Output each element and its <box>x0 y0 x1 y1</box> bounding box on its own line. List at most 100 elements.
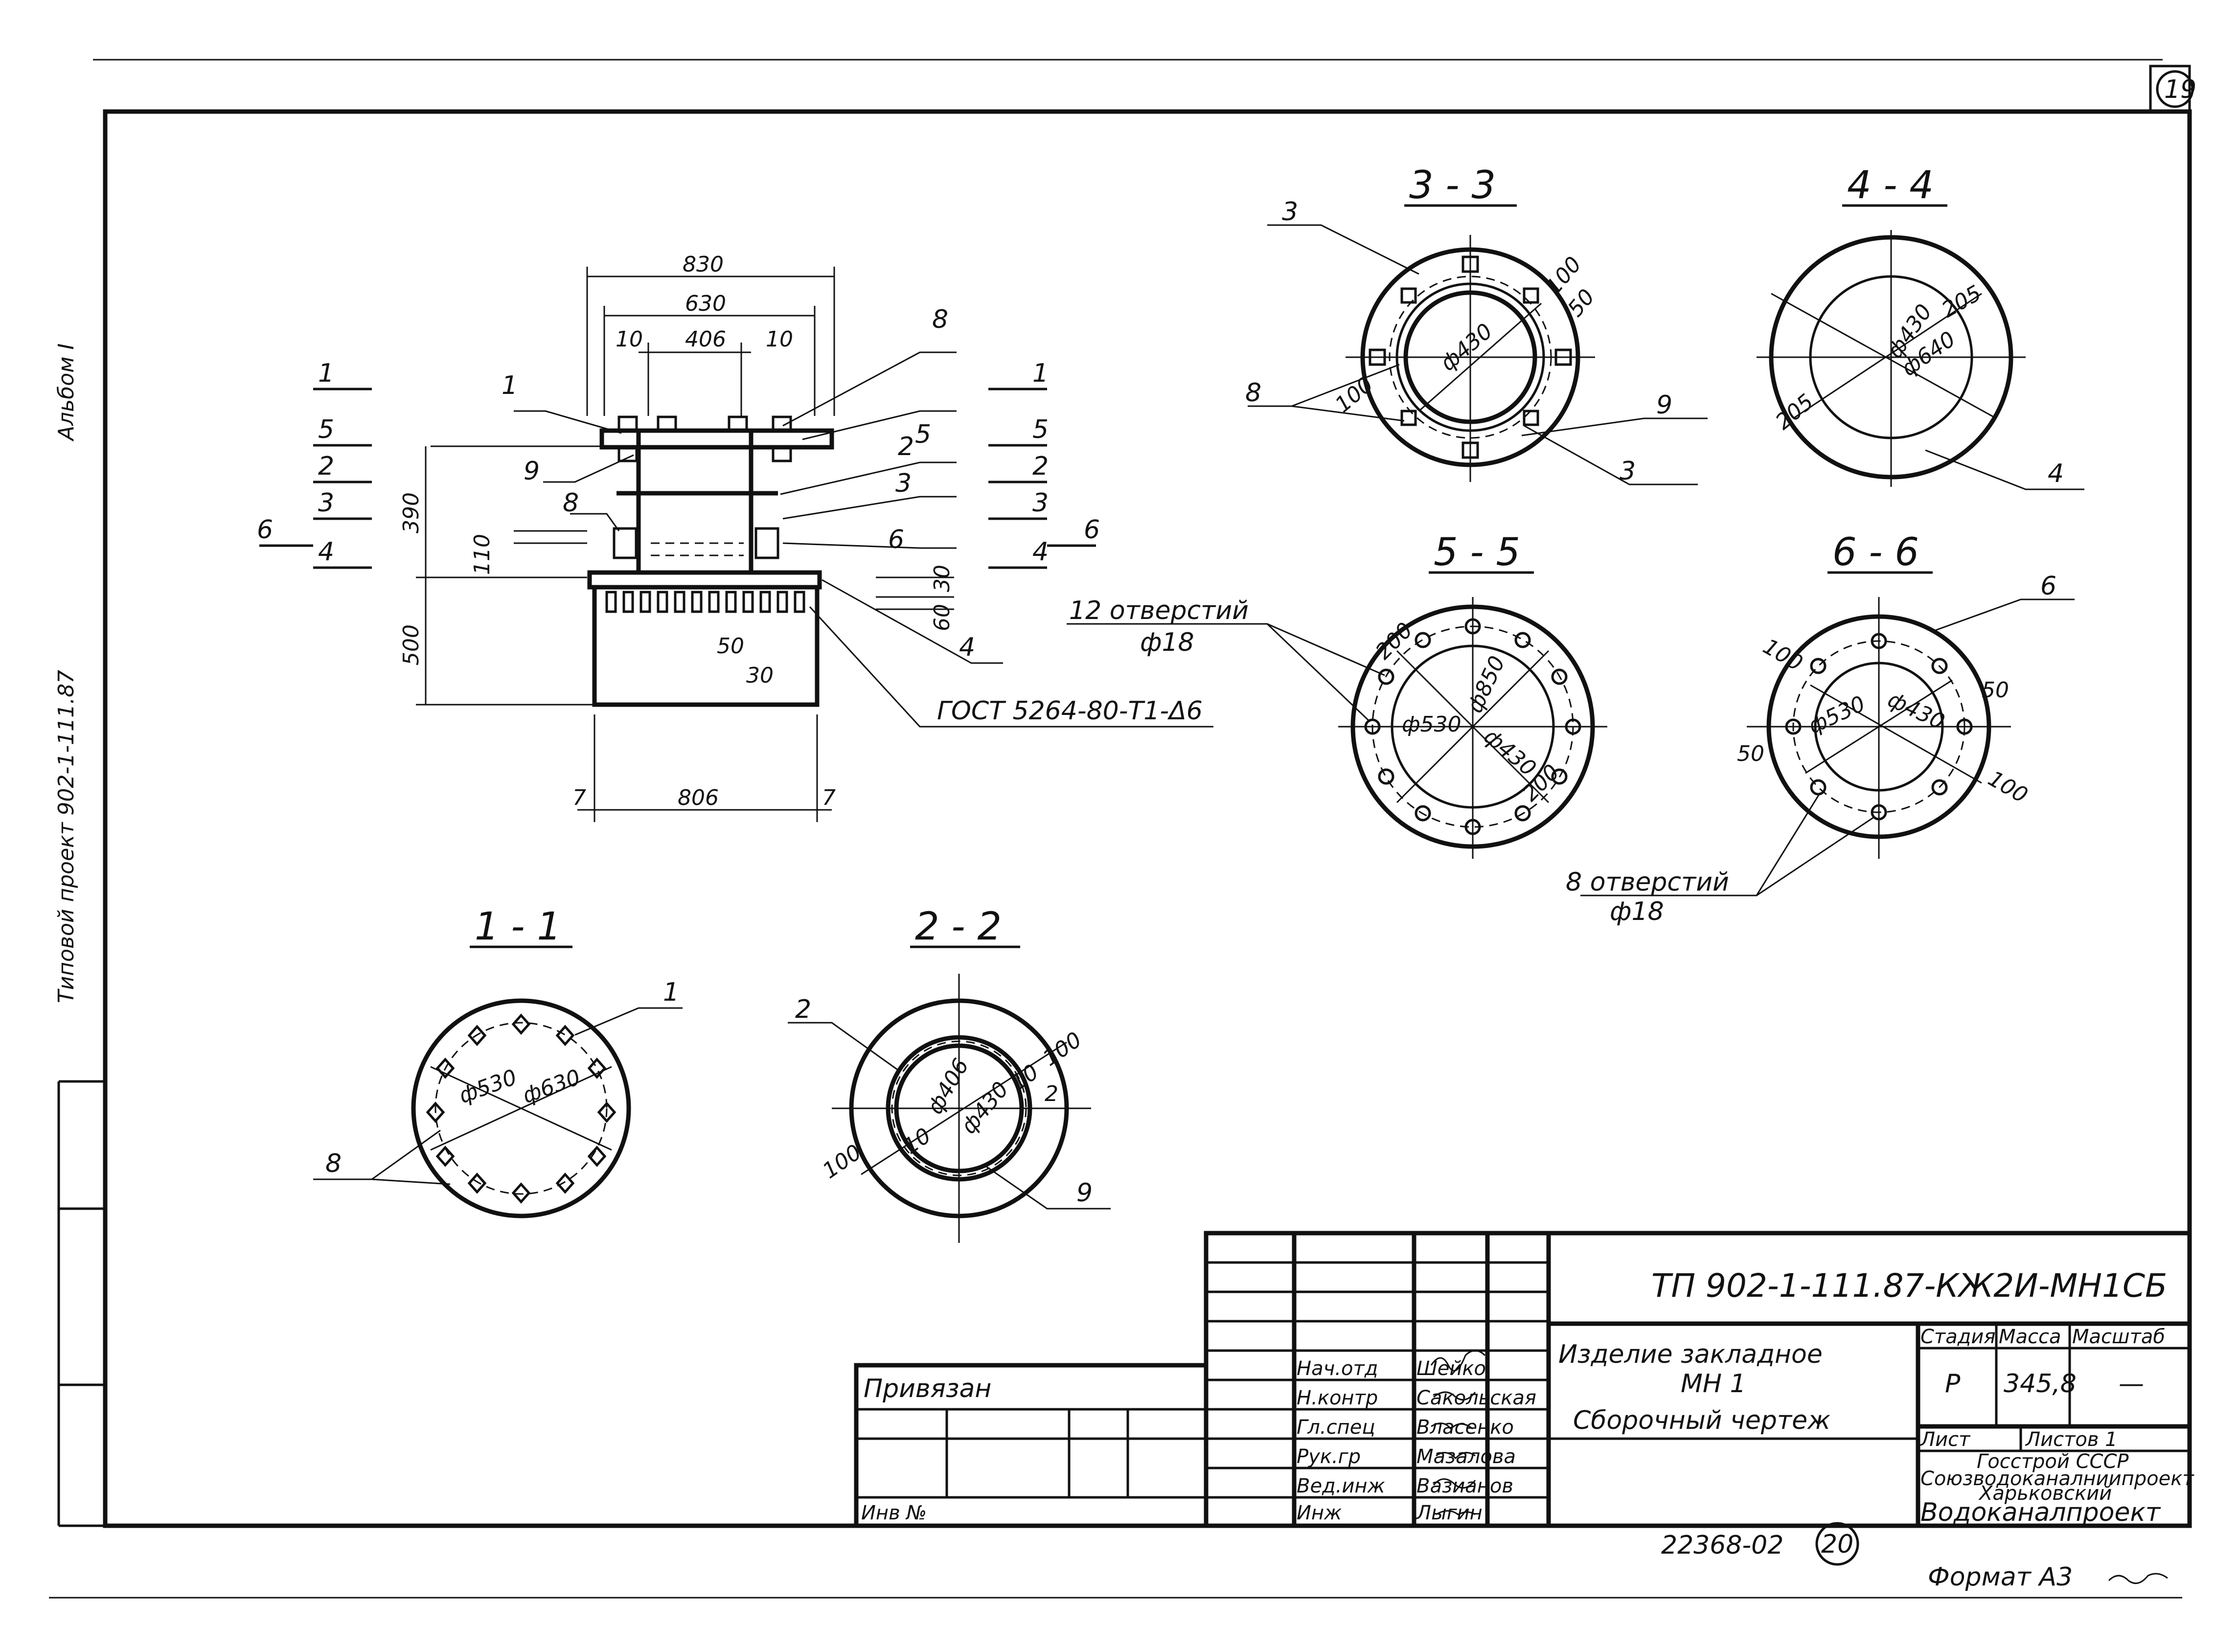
product-line-2: МН 1 <box>1681 1369 1746 1399</box>
mass-value: 345,8 <box>2004 1369 2077 1399</box>
s66-dim-430: ф430 <box>1884 687 1948 735</box>
s33-dim-100b: 100 <box>1330 372 1378 417</box>
dim-830: 830 <box>683 252 724 277</box>
role-2: Гл.спец <box>1297 1416 1375 1439</box>
s55-hole-diameter: ф18 <box>1140 628 1194 657</box>
dim-390: 390 <box>399 492 424 533</box>
scale-label: Масштаб <box>2072 1326 2165 1348</box>
marker-5-left: 5 <box>318 415 334 444</box>
s55-dim-430: ф430 <box>1479 724 1541 781</box>
sheets-label: Листов 1 <box>2025 1428 2118 1451</box>
marker-3-right: 3 <box>1032 488 1049 518</box>
name-2: Власенко <box>1416 1416 1514 1439</box>
section-6-6-title: 6 - 6 <box>1832 530 1919 574</box>
s44-pos-4: 4 <box>2048 459 2064 488</box>
s55-holes-label: 12 отверстий <box>1069 596 1249 625</box>
pos-6: 6 <box>888 525 904 554</box>
role-4: Вед.инж <box>1297 1475 1385 1497</box>
stage-value: Р <box>1945 1369 1961 1399</box>
s55-dim-530: ф530 <box>1402 712 1462 737</box>
s66-dim-50b: 50 <box>1737 741 1764 766</box>
pos-5: 5 <box>915 420 931 449</box>
stage-label: Стадия <box>1920 1326 1995 1348</box>
marker-6-right: 6 <box>1084 515 1100 545</box>
gost-weld-label: ГОСТ 5264-80-Т1-Δ6 <box>937 696 1203 726</box>
role-3: Рук.гр <box>1297 1446 1361 1468</box>
org-line-2: Союзводоканалниипроект <box>1920 1468 2194 1490</box>
marker-3-left: 3 <box>318 488 334 518</box>
dim-7-right: 7 <box>822 785 836 810</box>
s66-pos-6: 6 <box>2040 572 2056 601</box>
pos-4: 4 <box>959 633 975 662</box>
s33-pos-3-top: 3 <box>1282 197 1298 227</box>
section-3-3: 3 - 3 3 8 9 3 ф430 100 50 100 <box>1245 163 1708 486</box>
s11-pos-1: 1 <box>663 978 679 1007</box>
inv-label: Инв № <box>861 1502 927 1524</box>
role-0: Нач.отд <box>1297 1357 1378 1380</box>
dim-60: 60 <box>930 604 955 631</box>
dim-500: 500 <box>399 624 424 665</box>
section-4-4: 4 - 4 4 ф430 ф640 205 205 <box>1757 163 2084 490</box>
s22-pos-9: 9 <box>1076 1178 1093 1208</box>
s33-dim-430: ф430 <box>1436 319 1497 376</box>
marker-4-left: 4 <box>318 537 334 567</box>
s22-dim-2: 2 <box>1045 1081 1058 1106</box>
s55-dim-850: ф850 <box>1462 652 1510 717</box>
format-signature <box>2108 1573 2168 1584</box>
marker-6-left: 6 <box>257 515 273 545</box>
dim-110: 110 <box>470 534 495 575</box>
binding-strip: Типовой проект 902-1-111.87 Альбом I <box>54 344 105 1527</box>
s22-pos-2: 2 <box>795 995 811 1024</box>
section-2-2: 2 - 2 2 9 ф406 ф430 100 100 10 10 2 <box>788 905 1111 1243</box>
dim-10-left: 10 <box>616 327 643 352</box>
section-1-1: 1 - 1 1 8 ф530 ф630 <box>313 905 683 1218</box>
s33-pos-3-bottom: 3 <box>1620 457 1636 486</box>
s66-dim-50: 50 <box>1982 678 2009 703</box>
s66-holes-label: 8 отверстий <box>1566 868 1729 897</box>
product-line-3: Сборочный чертеж <box>1573 1406 1830 1435</box>
dim-406: 406 <box>685 327 726 352</box>
strip-project-text: Типовой проект 902-1-111.87 <box>54 670 79 1003</box>
doc-code: ТП 902-1-111.87-КЖ2И-МН1СБ <box>1651 1267 2167 1305</box>
org-line-3: Харьковский <box>1978 1482 2112 1505</box>
section-2-2-title: 2 - 2 <box>915 905 1002 949</box>
section-4-4-title: 4 - 4 <box>1847 163 1934 207</box>
pos-3: 3 <box>895 469 912 498</box>
scale-value: — <box>2119 1369 2144 1399</box>
role-1: Н.контр <box>1297 1387 1378 1409</box>
drawing-number: 22368-02 <box>1661 1531 1783 1560</box>
s22-dim-100: 100 <box>1038 1027 1086 1071</box>
marker-1-left: 1 <box>318 359 334 388</box>
lower-sleeve <box>592 585 820 707</box>
s33-pos-8: 8 <box>1245 378 1261 408</box>
org-line-4: Водоканалпроект <box>1920 1498 2161 1527</box>
dim-7-left: 7 <box>572 785 586 810</box>
s66-dim-530: ф530 <box>1804 691 1869 739</box>
title-block: Привязан Инв № Нач.отд Н.контр Гл.спец Р… <box>854 1231 2194 1528</box>
page-circle <box>1815 1522 1859 1566</box>
pos-9: 9 <box>524 457 540 486</box>
format-label: Формат А3 <box>1928 1562 2073 1592</box>
main-elevation-view: 830 630 406 10 10 390 500 110 30 60 50 3… <box>257 252 1213 822</box>
name-1: Сакольская <box>1416 1387 1536 1409</box>
marker-4-right: 4 <box>1032 537 1049 567</box>
pos-8-bottom: 8 <box>563 488 579 518</box>
mass-label: Масса <box>1999 1326 2061 1348</box>
page-number: 20 <box>1821 1530 1853 1559</box>
section-5-5: 5 - 5 12 отверстий ф18 ф530 ф850 ф430 20… <box>1067 530 1607 859</box>
s11-dim-630: ф630 <box>519 1065 584 1109</box>
marker-2-left: 2 <box>318 452 334 481</box>
s66-dim-100b: 100 <box>1984 766 2032 808</box>
dim-630: 630 <box>685 291 726 316</box>
section-3-3-title: 3 - 3 <box>1409 163 1496 207</box>
pos-1: 1 <box>502 371 518 400</box>
section-5-5-title: 5 - 5 <box>1434 530 1520 574</box>
dim-806: 806 <box>678 785 719 810</box>
s11-pos-8: 8 <box>325 1149 342 1178</box>
strip-album-text: Альбом I <box>54 344 79 442</box>
marker-1-right: 1 <box>1032 359 1049 388</box>
sheet-number-badge: 19 <box>2149 65 2196 113</box>
product-line-1: Изделие закладное <box>1558 1340 1823 1369</box>
section-1-1-title: 1 - 1 <box>475 905 561 949</box>
signatures <box>1430 1350 1486 1515</box>
